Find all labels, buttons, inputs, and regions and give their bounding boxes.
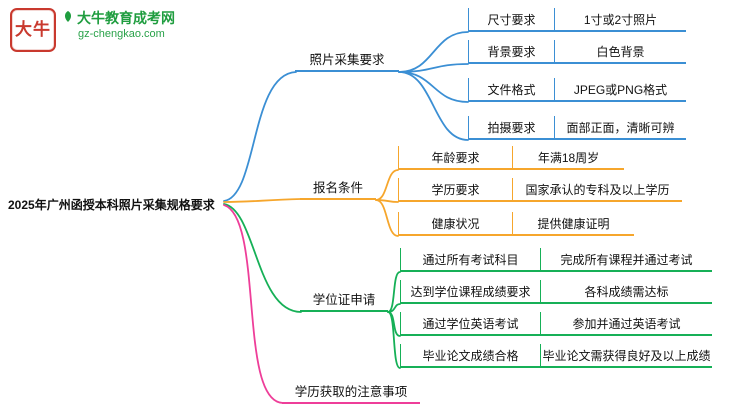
connector-degree-children [387, 271, 401, 369]
leaf-node: 通过学位英语考试 参加并通过英语考试 [400, 312, 712, 336]
leaf-value: JPEG或PNG格式 [554, 78, 686, 102]
branch-node-degree: 学位证申请 [300, 290, 388, 312]
leaf-value: 国家承认的专科及以上学历 [512, 178, 682, 202]
leaf-value: 1寸或2寸照片 [554, 8, 686, 32]
connector-root-to-notes-branch [223, 204, 284, 404]
leaf-node: 达到学位课程成绩要求 各科成绩需达标 [400, 280, 712, 304]
connector-root-to-enroll-branch [223, 198, 302, 203]
leaf-label: 背景要求 [468, 40, 554, 64]
site-url: gz-chengkao.com [78, 27, 165, 40]
leaf-label: 通过学位英语考试 [400, 312, 540, 336]
leaf-node: 文件格式 JPEG或PNG格式 [468, 78, 686, 102]
leaf-value: 毕业论文需获得良好及以上成绩 [540, 344, 712, 368]
branch-node-notes: 学历获取的注意事项 [282, 382, 420, 404]
leaf-label: 拍摄要求 [468, 116, 554, 140]
leaf-value: 参加并通过英语考试 [540, 312, 712, 336]
leaf-label: 毕业论文成绩合格 [400, 344, 540, 368]
leaf-label: 通过所有考试科目 [400, 248, 540, 272]
leaf-node: 学历要求 国家承认的专科及以上学历 [398, 178, 682, 202]
logo-text: 大牛教育成考网 gz-chengkao.com [62, 8, 175, 41]
leaf-value: 提供健康证明 [512, 212, 634, 236]
root-node: 2025年广州函授本科照片采集规格要求 [8, 198, 215, 212]
connector-root-to-degree-branch [223, 203, 302, 313]
branch-node-enroll: 报名条件 [300, 178, 376, 200]
leaf-label: 健康状况 [398, 212, 512, 236]
leaf-label: 年龄要求 [398, 146, 512, 170]
leaf-value: 面部正面，清晰可辨 [554, 116, 686, 140]
leaf-node: 尺寸要求 1寸或2寸照片 [468, 8, 686, 32]
leaf-value: 各科成绩需达标 [540, 280, 712, 304]
leaf-node: 健康状况 提供健康证明 [398, 212, 634, 236]
leaf-label: 文件格式 [468, 78, 554, 102]
site-name: 大牛教育成考网 [62, 10, 175, 28]
connector-root-to-photo-branch [223, 71, 297, 202]
site-logo: 大牛 大牛教育成考网 gz-chengkao.com [10, 8, 175, 52]
leaf-label: 达到学位课程成绩要求 [400, 280, 540, 304]
logo-badge: 大牛 [10, 8, 56, 52]
leaf-label: 学历要求 [398, 178, 512, 202]
leaf-value: 完成所有课程并通过考试 [540, 248, 712, 272]
branch-node-photo: 照片采集要求 [295, 50, 399, 72]
leaf-node: 毕业论文成绩合格 毕业论文需获得良好及以上成绩 [400, 344, 712, 368]
leaf-node: 拍摄要求 面部正面，清晰可辨 [468, 116, 686, 140]
leaf-node: 年龄要求 年满18周岁 [398, 146, 624, 170]
connector-enroll-children [375, 169, 399, 237]
leaf-label: 尺寸要求 [468, 8, 554, 32]
leaf-node: 背景要求 白色背景 [468, 40, 686, 64]
leaf-value: 年满18周岁 [512, 146, 624, 170]
leaf-icon [62, 10, 74, 28]
leaf-node: 通过所有考试科目 完成所有课程并通过考试 [400, 248, 712, 272]
connector-photo-children [398, 31, 469, 141]
site-name-text: 大牛教育成考网 [77, 10, 175, 26]
leaf-value: 白色背景 [554, 40, 686, 64]
